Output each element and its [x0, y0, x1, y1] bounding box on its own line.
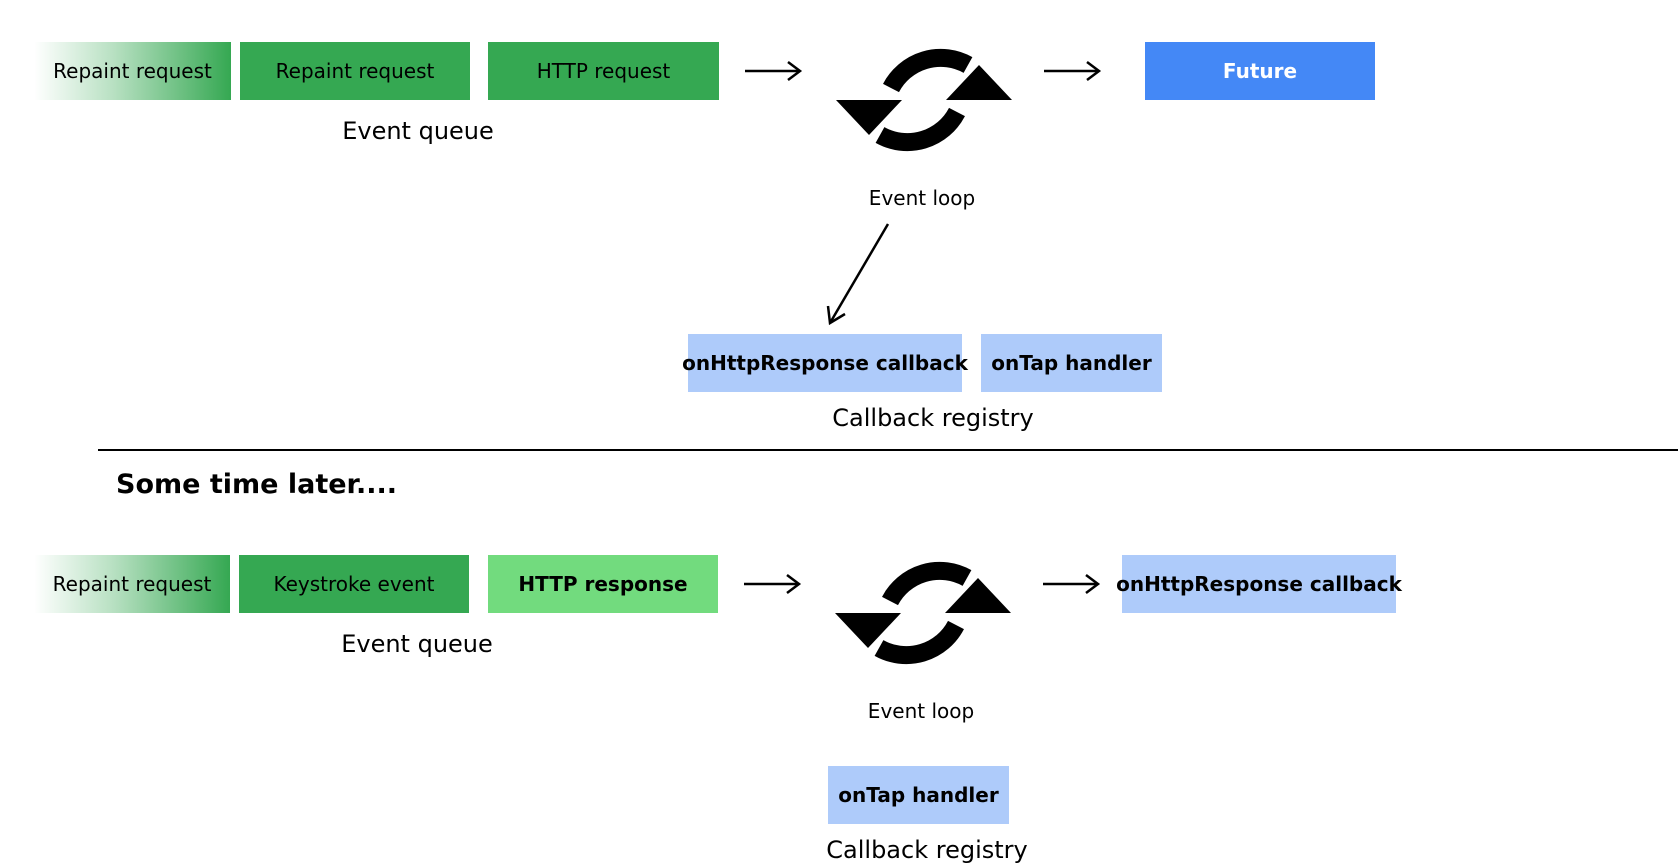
- top-queue-item-label: Repaint request: [53, 59, 212, 83]
- top-future-box: Future: [1145, 42, 1375, 100]
- top-event-queue-caption: Event queue: [342, 117, 494, 145]
- bottom-queue-item-label: Keystroke event: [273, 572, 435, 596]
- bottom-queue-item-http-response: HTTP response: [488, 555, 718, 613]
- bottom-registry-item-label: onTap handler: [838, 783, 999, 807]
- event-loop-icon: [836, 58, 1012, 142]
- bottom-event-loop-caption: Event loop: [867, 699, 975, 723]
- top-queue-item-label: HTTP request: [536, 59, 671, 83]
- bottom-registry-ontap-handler: onTap handler: [828, 766, 1009, 824]
- top-queue-item-http-request: HTTP request: [488, 42, 719, 100]
- arrow-right-icon: [1044, 61, 1102, 81]
- arrow-right-icon: [744, 574, 802, 594]
- bottom-queue-item-label: HTTP response: [518, 572, 688, 596]
- event-loop-icon: [835, 571, 1011, 655]
- arrow-right-icon: [745, 61, 803, 81]
- top-callback-registry-caption: Callback registry: [832, 404, 1034, 432]
- top-future-label: Future: [1222, 59, 1298, 83]
- later-heading: Some time later....: [116, 469, 398, 500]
- arrow-down-left-icon: [826, 223, 890, 326]
- arrow-right-icon: [1043, 574, 1101, 594]
- bottom-queue-item-label: Repaint request: [52, 572, 212, 596]
- top-registry-item-label: onHttpResponse callback: [682, 351, 968, 375]
- bottom-event-queue-caption: Event queue: [341, 630, 493, 658]
- bottom-queue-item-keystroke: Keystroke event: [239, 555, 469, 613]
- bottom-callback-registry-caption: Callback registry: [826, 836, 1028, 864]
- top-registry-ontap-handler: onTap handler: [981, 334, 1162, 392]
- bottom-output-onhttpresponse-callback: onHttpResponse callback: [1116, 555, 1402, 613]
- top-queue-item-repaint: Repaint request: [240, 42, 470, 100]
- bottom-queue-item-repaint-faded: Repaint request: [34, 555, 230, 613]
- bottom-output-label: onHttpResponse callback: [1116, 572, 1402, 596]
- top-queue-item-repaint-faded: Repaint request: [34, 42, 231, 100]
- top-queue-item-label: Repaint request: [275, 59, 435, 83]
- top-registry-onhttpresponse-callback: onHttpResponse callback: [682, 334, 968, 392]
- top-event-loop-caption: Event loop: [868, 186, 976, 210]
- top-registry-item-label: onTap handler: [991, 351, 1152, 375]
- section-divider: [98, 449, 1678, 451]
